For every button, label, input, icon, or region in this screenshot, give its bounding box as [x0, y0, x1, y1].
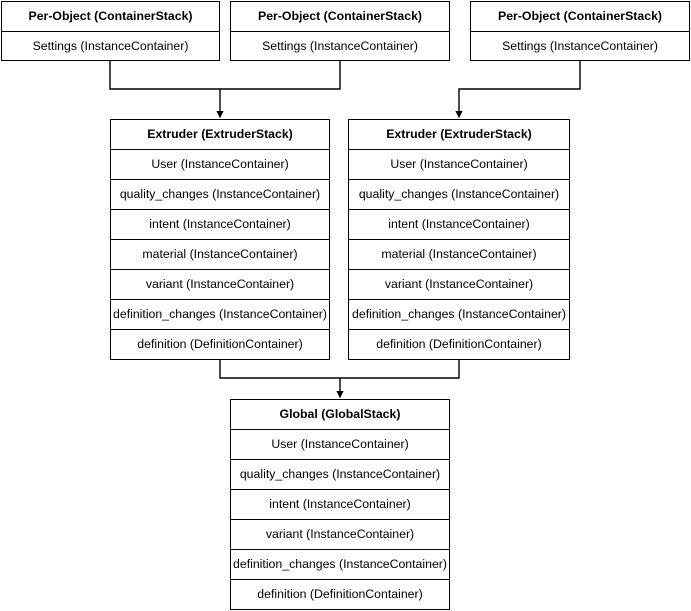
node-per-object-3[interactable]: Per-Object (ContainerStack) Settings (In…	[470, 1, 690, 61]
edge-perobject1-to-extruder1	[109, 61, 220, 90]
node-per-object-1[interactable]: Per-Object (ContainerStack) Settings (In…	[1, 1, 220, 61]
edge-extruder1-to-global	[219, 360, 340, 379]
node-row-quality-changes: quality_changes (InstanceContainer)	[349, 180, 569, 210]
node-row-quality-changes: quality_changes (InstanceContainer)	[231, 460, 449, 490]
node-row-material: material (InstanceContainer)	[111, 240, 329, 270]
node-row-variant: variant (InstanceContainer)	[231, 520, 449, 550]
node-header-extruder-2: Extruder (ExtruderStack)	[349, 120, 569, 150]
node-row-settings: Settings (InstanceContainer)	[32, 39, 189, 53]
node-row-user: User (InstanceContainer)	[111, 150, 329, 180]
node-global[interactable]: Global (GlobalStack) User (InstanceConta…	[230, 399, 450, 610]
edge-perobject2-to-extruder1	[220, 61, 341, 90]
node-row-user: User (InstanceContainer)	[349, 150, 569, 180]
node-row-settings: Settings (InstanceContainer)	[262, 39, 418, 53]
node-row-definition: definition (DefinitionContainer)	[376, 337, 542, 351]
node-per-object-2[interactable]: Per-Object (ContainerStack) Settings (In…	[230, 1, 450, 61]
node-row-intent: intent (InstanceContainer)	[231, 490, 449, 520]
node-header-per-object-2: Per-Object (ContainerStack)	[231, 2, 449, 32]
node-header-extruder-1: Extruder (ExtruderStack)	[111, 120, 329, 150]
node-extruder-1[interactable]: Extruder (ExtruderStack) User (InstanceC…	[110, 119, 330, 360]
node-row-intent: intent (InstanceContainer)	[349, 210, 569, 240]
edge-extruder2-to-global	[340, 360, 460, 379]
node-extruder-2[interactable]: Extruder (ExtruderStack) User (InstanceC…	[348, 119, 570, 360]
node-row-definition-changes: definition_changes (InstanceContainer)	[349, 300, 569, 330]
node-header-per-object-1: Per-Object (ContainerStack)	[2, 2, 219, 32]
node-row-definition-changes: definition_changes (InstanceContainer)	[231, 550, 449, 580]
node-row-intent: intent (InstanceContainer)	[111, 210, 329, 240]
node-row-quality-changes: quality_changes (InstanceContainer)	[111, 180, 329, 210]
node-row-definition: definition (DefinitionContainer)	[137, 337, 303, 351]
node-row-material: material (InstanceContainer)	[349, 240, 569, 270]
edge-perobject3-to-extruder2	[455, 61, 581, 119]
node-row-user: User (InstanceContainer)	[231, 430, 449, 460]
node-row-variant: variant (InstanceContainer)	[111, 270, 329, 300]
node-row-definition-changes: definition_changes (InstanceContainer)	[111, 300, 329, 330]
node-row-settings: Settings (InstanceContainer)	[502, 39, 658, 53]
node-row-definition: definition (DefinitionContainer)	[257, 587, 423, 601]
node-header-global: Global (GlobalStack)	[231, 400, 449, 430]
node-row-variant: variant (InstanceContainer)	[349, 270, 569, 300]
node-header-per-object-3: Per-Object (ContainerStack)	[471, 2, 689, 32]
